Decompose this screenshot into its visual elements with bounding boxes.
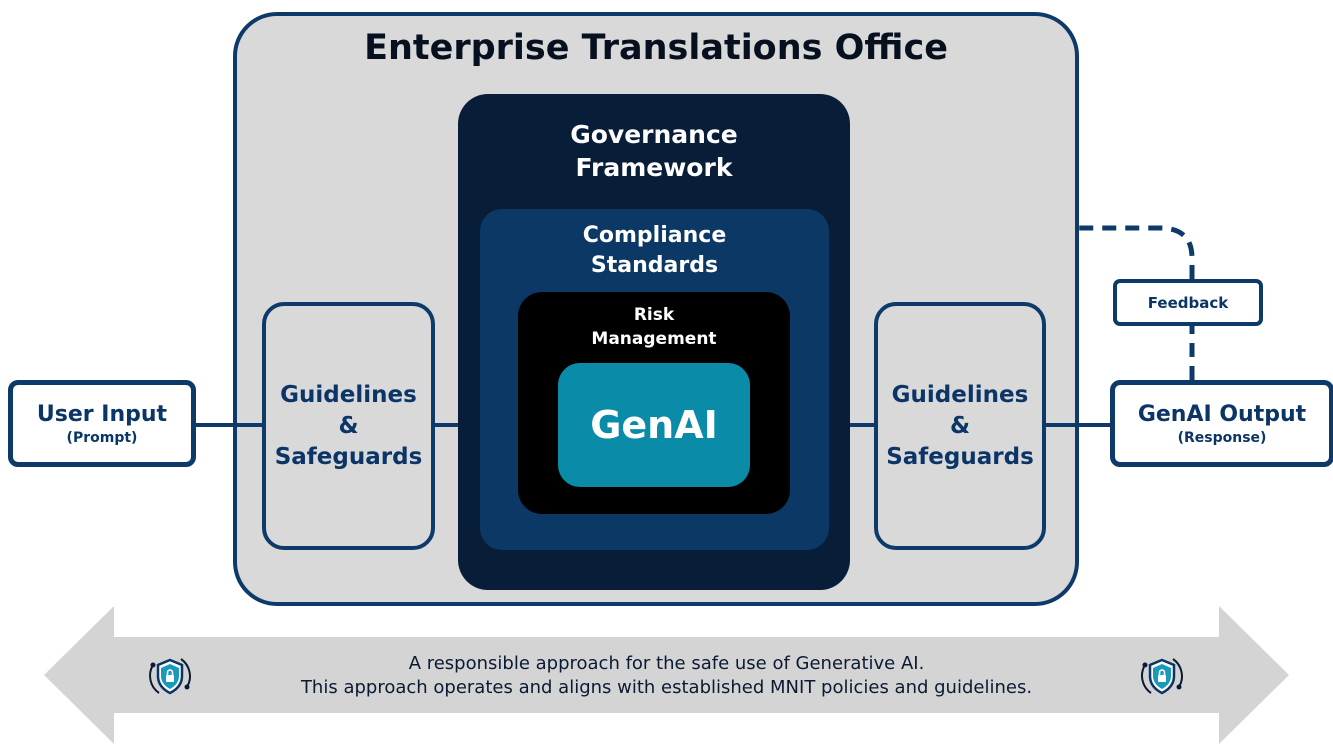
guidelines-right-line1: Guidelines [891,381,1029,408]
footer-line2: This approach operates and aligns with e… [300,677,1033,698]
shield-lock-icon [1141,658,1183,695]
feedback-dashed-path [876,225,1195,380]
governance-title: Governance Framework [458,118,850,184]
guidelines-right-line3: Safeguards [886,443,1034,470]
governance-title-line2: Framework [575,153,733,182]
footer-text: A responsible approach for the safe use … [200,652,1133,700]
connector-governance-guidelines [848,423,876,427]
risk-title-line2: Management [591,329,717,349]
governance-title-line1: Governance [570,120,738,149]
compliance-title-line1: Compliance [582,223,727,248]
user-input-title: User Input [36,401,168,427]
genai-output-title: GenAI Output [1137,401,1307,427]
connector-guidelines-governance [433,423,460,427]
guidelines-right-line2: & [949,412,971,439]
risk-title-line1: Risk [633,305,675,325]
guidelines-left-line3: Safeguards [274,443,423,470]
footer-line1: A responsible approach for the safe use … [408,653,925,674]
connector-input-guidelines [196,423,264,427]
genai-output-subtitle: (Response) [1177,429,1267,446]
feedback-label-box: Feedback [1113,279,1263,326]
compliance-title: Compliance Standards [480,221,829,281]
genai-core-box: GenAI [558,363,750,487]
guidelines-left-line2: & [338,412,359,439]
user-input-subtitle: (Prompt) [66,429,138,446]
connector-guidelines-output [1044,423,1112,427]
shield-lock-icon [149,658,191,695]
user-input-box: User Input (Prompt) [8,380,196,467]
compliance-title-line2: Standards [590,253,719,278]
guidelines-left-line1: Guidelines [280,381,417,408]
footer-double-arrow [44,606,1289,744]
risk-title: Risk Management [518,303,790,351]
genai-output-box: GenAI Output (Response) [1110,380,1333,467]
guidelines-safeguards-left: Guidelines & Safeguards [262,302,435,550]
office-title: Enterprise Translations Office [364,28,948,68]
guidelines-safeguards-right: Guidelines & Safeguards [874,302,1046,550]
